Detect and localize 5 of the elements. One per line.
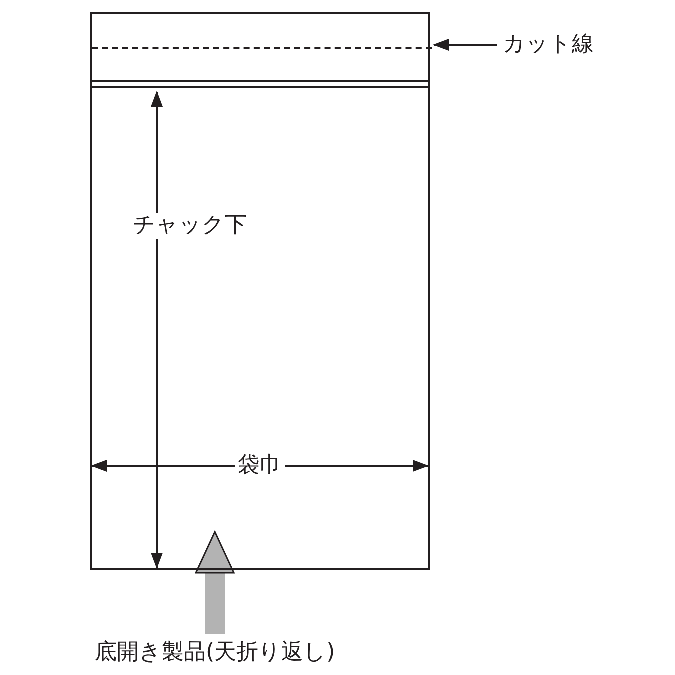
block-arrow: [195, 531, 235, 634]
caption-text: 底開き製品(天折り返し): [95, 640, 336, 666]
leader-arrow: [433, 39, 497, 51]
callout-text: カット線: [503, 32, 594, 58]
cut-line: [92, 47, 432, 49]
